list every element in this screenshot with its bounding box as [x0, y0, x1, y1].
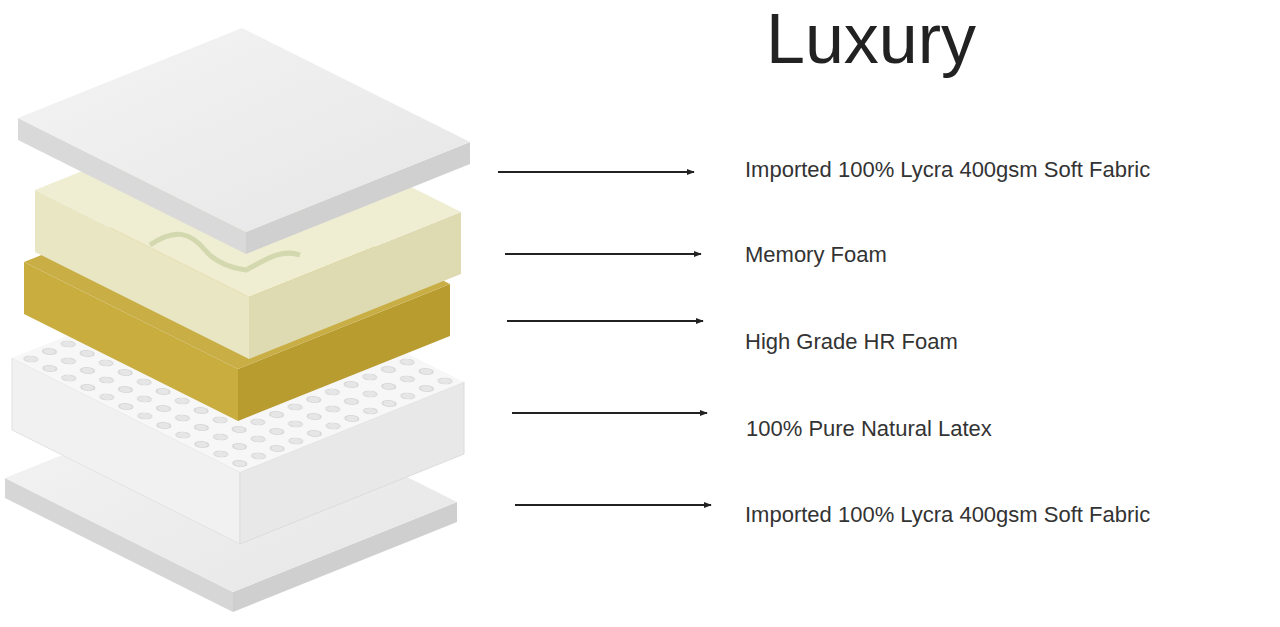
- top-fabric-layer: [18, 28, 470, 254]
- leader-arrow: [507, 320, 703, 322]
- layer-label: 100% Pure Natural Latex: [746, 416, 992, 442]
- title: Luxury: [766, 4, 976, 74]
- leader-arrow: [515, 504, 711, 506]
- layer-top: [18, 28, 470, 232]
- layer-label: Imported 100% Lycra 400gsm Soft Fabric: [745, 502, 1150, 528]
- layer-label: High Grade HR Foam: [745, 329, 958, 355]
- leader-arrows: [498, 172, 711, 505]
- layer-label: Imported 100% Lycra 400gsm Soft Fabric: [745, 157, 1150, 183]
- leader-arrow: [505, 253, 701, 255]
- leader-arrow: [498, 171, 694, 173]
- leader-arrow: [512, 412, 707, 414]
- layer-label: Memory Foam: [745, 242, 887, 268]
